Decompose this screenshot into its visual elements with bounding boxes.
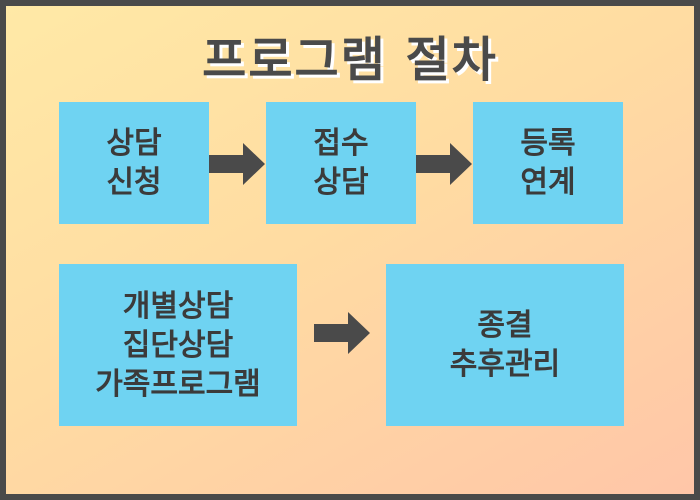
arrow-right-icon	[314, 312, 370, 354]
step-box-consult-request: 상담 신청	[59, 102, 209, 224]
step-label-line: 등록	[520, 126, 576, 161]
step-label-line: 상담	[313, 165, 369, 200]
step-label-line: 종결	[477, 308, 533, 343]
diagram-title: 프로그램 절차	[202, 32, 498, 88]
step-box-registration: 등록 연계	[473, 102, 623, 224]
arrow-right-icon	[416, 143, 472, 185]
arrow-right-icon	[209, 143, 265, 185]
step-box-counseling-programs: 개별상담 집단상담 가족프로그램	[59, 264, 297, 426]
step-label-line: 연계	[520, 165, 576, 200]
step-box-intake: 접수 상담	[266, 102, 416, 224]
step-label-line: 추후관리	[449, 347, 561, 382]
step-label-line: 상담	[106, 126, 162, 161]
step-label-line: 집단상담	[122, 327, 234, 363]
step-label-line: 가족프로그램	[95, 366, 261, 402]
step-label-line: 개별상담	[122, 288, 234, 324]
step-box-closure-followup: 종결 추후관리	[386, 264, 624, 426]
diagram-background: 프로그램 절차 상담 신청 접수 상담 등록 연계 개별상담 집단상담 가족프로…	[6, 6, 694, 494]
step-label-line: 접수	[313, 126, 369, 161]
step-label-line: 신청	[106, 165, 162, 200]
